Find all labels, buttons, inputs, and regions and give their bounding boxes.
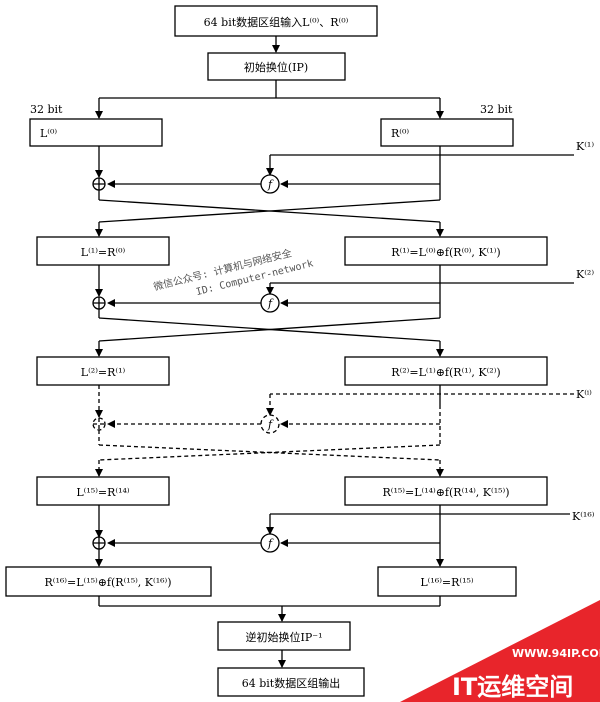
k2-label: K⁽²⁾	[576, 268, 594, 281]
l15-label: L⁽¹⁵⁾=R⁽¹⁴⁾	[76, 486, 130, 499]
wechat-watermark: 微信公众号: 计算机与网络安全 ID: Computer-network	[152, 246, 314, 298]
inverse-ip-label: 逆初始换位IP⁻¹	[246, 630, 323, 644]
bits-right-label: 32 bit	[480, 103, 513, 116]
r2-label: R⁽²⁾=L⁽¹⁾⊕f(R⁽¹⁾, K⁽²⁾)	[391, 366, 500, 379]
r0-label: R⁽⁰⁾	[391, 127, 409, 140]
xor-cross-2	[93, 297, 105, 309]
f-label-i: f	[267, 418, 274, 431]
cross-b-2	[98, 317, 441, 342]
k16-label: K⁽¹⁶⁾	[572, 510, 595, 523]
site-url: WWW.94IP.COM	[512, 647, 600, 660]
r1-label: R⁽¹⁾=L⁽⁰⁾⊕f(R⁽⁰⁾, K⁽¹⁾)	[391, 246, 500, 259]
l16-label: L⁽¹⁶⁾=R⁽¹⁵⁾	[420, 576, 474, 589]
ip-box	[207, 52, 346, 81]
cross-b-1	[98, 199, 441, 223]
r0-box	[380, 118, 514, 147]
output-box	[217, 667, 365, 697]
inverse-ip-box	[217, 621, 351, 651]
bits-left-label: 32 bit	[30, 103, 63, 116]
r2-box	[344, 356, 548, 386]
site-banner-corner	[400, 600, 600, 702]
output-label: 64 bit数据区组输出	[242, 676, 340, 690]
l1-box	[36, 236, 170, 266]
ip-label: 初始换位(IP)	[244, 60, 308, 74]
l1-label: L⁽¹⁾=R⁽⁰⁾	[81, 246, 126, 259]
k1-label: K⁽¹⁾	[576, 140, 594, 153]
xor-cross-16	[93, 537, 105, 549]
ki-label: K⁽ⁱ⁾	[576, 388, 592, 401]
l2-label: L⁽²⁾=R⁽¹⁾	[81, 366, 126, 379]
f-label-2: f	[267, 297, 274, 310]
f-label-1: f	[267, 178, 274, 191]
l16-box	[377, 566, 517, 597]
l0-box	[29, 118, 163, 147]
l2-box	[36, 356, 170, 386]
r15-label: R⁽¹⁵⁾=L⁽¹⁴⁾⊕f(R⁽¹⁴⁾, K⁽¹⁵⁾)	[382, 486, 509, 499]
l0-label: L⁽⁰⁾	[40, 127, 57, 140]
site-name: IT运维空间	[452, 673, 573, 701]
cross-b-i	[98, 444, 441, 461]
r16-label: R⁽¹⁶⁾=L⁽¹⁵⁾⊕f(R⁽¹⁵⁾, K⁽¹⁶⁾)	[44, 576, 171, 589]
r15-box	[344, 476, 548, 506]
xor-cross-1	[93, 178, 105, 190]
f-label-16: f	[267, 537, 274, 550]
r1-box	[344, 236, 548, 266]
xor-cross-i	[93, 418, 105, 430]
r16-box	[5, 566, 212, 597]
l15-box	[36, 476, 170, 506]
input-block-box	[174, 5, 378, 37]
input-block-label: 64 bit数据区组输入L⁽⁰⁾、R⁽⁰⁾	[204, 15, 349, 29]
